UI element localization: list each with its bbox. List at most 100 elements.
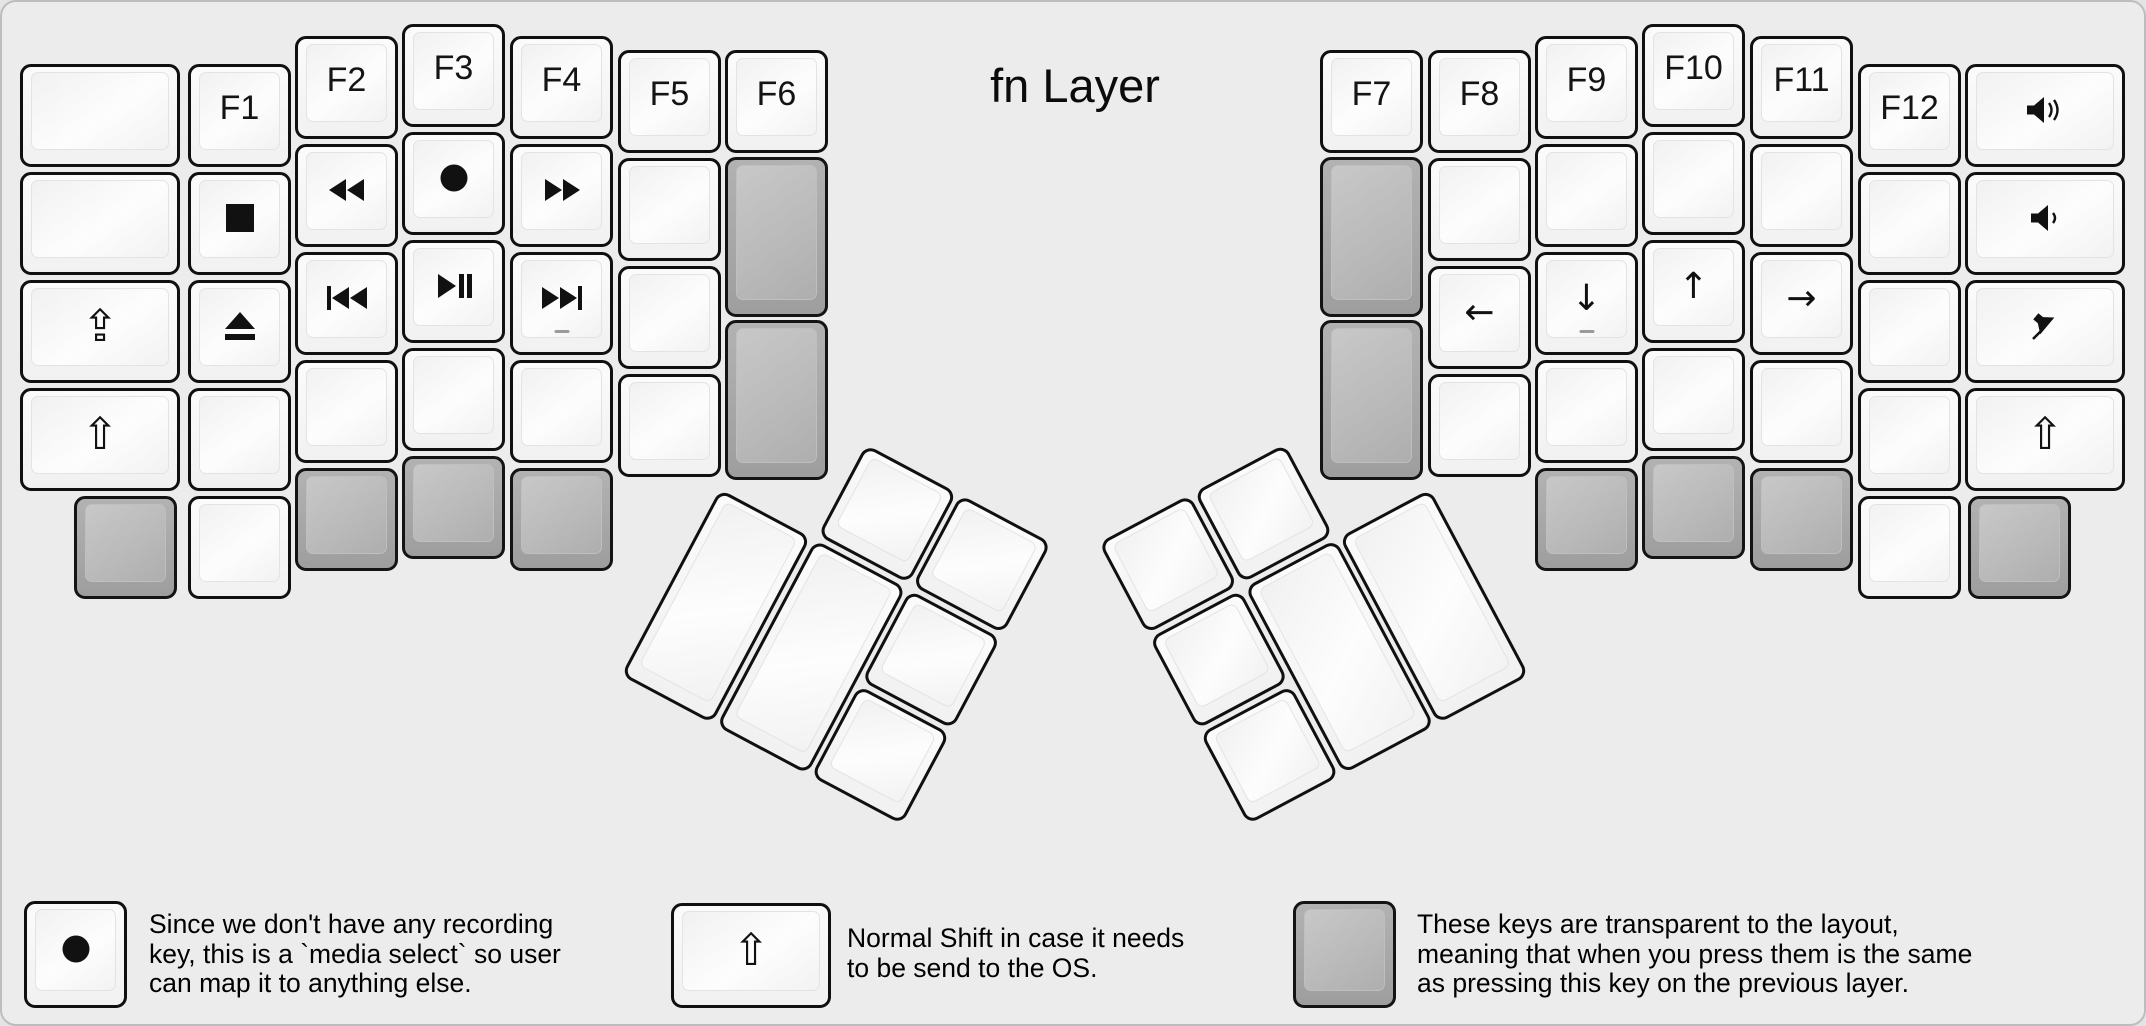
legend-shift-key-glyph: ⇧ (732, 925, 770, 976)
key-label: F12 (1880, 89, 1939, 127)
legend-shift-key: ⇧ (671, 903, 831, 1008)
key-mute[interactable] (1965, 280, 2125, 383)
key-next-track[interactable] (510, 252, 613, 355)
volup-icon (1968, 67, 2122, 152)
key-record[interactable] (402, 132, 505, 235)
key-f1[interactable]: F1 (188, 64, 291, 167)
key-blank[interactable] (1642, 348, 1745, 451)
key-transparent[interactable] (295, 468, 398, 571)
key-f5[interactable]: F5 (618, 50, 721, 153)
keycap-top (1546, 368, 1627, 446)
key-blank[interactable] (20, 172, 180, 275)
keycap-top (879, 602, 988, 710)
key-f4[interactable]: F4 (510, 36, 613, 139)
key-label: F6 (756, 75, 797, 113)
key-label: F11 (1773, 61, 1830, 99)
key-f3[interactable]: F3 (402, 24, 505, 127)
key-blank[interactable] (295, 360, 398, 463)
keycap-top (1213, 697, 1322, 805)
ffwd-icon (513, 147, 610, 232)
key-f12[interactable]: F12 (1858, 64, 1961, 167)
keycap-top (629, 274, 710, 352)
key-blank[interactable] (1428, 158, 1531, 261)
key-label: F5 (649, 75, 690, 113)
key-transparent[interactable] (1968, 496, 2071, 599)
key-shift-left[interactable]: ⇧ (20, 388, 180, 491)
key-blank[interactable] (188, 496, 291, 599)
keycap-top (31, 396, 169, 474)
key-play-pause[interactable] (402, 240, 505, 343)
key-f2[interactable]: F2 (295, 36, 398, 139)
key-volume-down[interactable] (1965, 172, 2125, 275)
key-blank[interactable] (1535, 144, 1638, 247)
key-stop[interactable] (188, 172, 291, 275)
key-blank[interactable] (1535, 360, 1638, 463)
key-blank[interactable] (1642, 132, 1745, 235)
key-f11[interactable]: F11 (1750, 36, 1853, 139)
keycap-top (1439, 166, 1520, 244)
key-transparent[interactable] (510, 468, 613, 571)
key-arrow-up[interactable]: ↑ (1642, 240, 1745, 343)
key-transparent[interactable] (402, 456, 505, 559)
key-blank[interactable] (20, 64, 180, 167)
key-f8[interactable]: F8 (1428, 50, 1531, 153)
key-transparent[interactable] (1535, 468, 1638, 571)
key-transparent[interactable] (1642, 456, 1745, 559)
key-f9[interactable]: F9 (1535, 36, 1638, 139)
key-caps-shift[interactable]: ⇪ (20, 280, 180, 383)
key-blank[interactable] (188, 388, 291, 491)
keycap-top (306, 260, 387, 338)
key-volume-up[interactable] (1965, 64, 2125, 167)
key-transparent[interactable] (725, 157, 828, 317)
key-label: F1 (219, 89, 260, 127)
keycap-top (413, 32, 494, 110)
keycap-top (413, 356, 494, 434)
key-blank[interactable] (618, 374, 721, 477)
key-f10[interactable]: F10 (1642, 24, 1745, 127)
keycap-top (85, 504, 166, 582)
playpause-icon (405, 243, 502, 328)
keycap-top (1111, 506, 1221, 614)
key-blank[interactable] (1858, 280, 1961, 383)
key-blank[interactable] (1858, 388, 1961, 491)
key-transparent[interactable] (74, 496, 177, 599)
keycap-top (1869, 180, 1950, 258)
key-blank[interactable] (618, 266, 721, 369)
keycap-top (306, 44, 387, 122)
key-f7[interactable]: F7 (1320, 50, 1423, 153)
keycap-top (1653, 32, 1734, 110)
legend-transparent-key (1293, 901, 1396, 1008)
key-f6[interactable]: F6 (725, 50, 828, 153)
key-blank[interactable] (618, 158, 721, 261)
key-shift-right-glyph: ⇧ (2026, 409, 2064, 460)
key-transparent[interactable] (1320, 157, 1423, 317)
keycap-top (199, 504, 280, 582)
key-blank[interactable] (402, 348, 505, 451)
key-blank[interactable] (510, 360, 613, 463)
key-arrow-down[interactable]: ↓ (1535, 252, 1638, 355)
keycap-top (1869, 72, 1950, 150)
key-shift-right[interactable]: ⇧ (1965, 388, 2125, 491)
key-fast-forward[interactable] (510, 144, 613, 247)
keycap-top (306, 368, 387, 446)
key-transparent[interactable] (725, 320, 828, 480)
key-blank[interactable] (1750, 360, 1853, 463)
key-blank[interactable] (1428, 374, 1531, 477)
key-transparent[interactable] (1750, 468, 1853, 571)
key-rewind[interactable] (295, 144, 398, 247)
key-blank[interactable] (1750, 144, 1853, 247)
keycap-top (682, 911, 820, 991)
key-arrow-right[interactable]: → (1750, 252, 1853, 355)
keycap-top (413, 248, 494, 326)
key-transparent[interactable] (1320, 320, 1423, 480)
key-prev-track[interactable] (295, 252, 398, 355)
keycap-top (31, 288, 169, 366)
legend-line: as pressing this key on the previous lay… (1417, 968, 1909, 998)
front-legend-dash (554, 330, 569, 333)
key-arrow-left[interactable]: ← (1428, 266, 1531, 369)
key-blank[interactable] (1858, 172, 1961, 275)
keycap-top (828, 697, 937, 805)
key-eject[interactable] (188, 280, 291, 383)
key-blank[interactable] (1858, 496, 1961, 599)
